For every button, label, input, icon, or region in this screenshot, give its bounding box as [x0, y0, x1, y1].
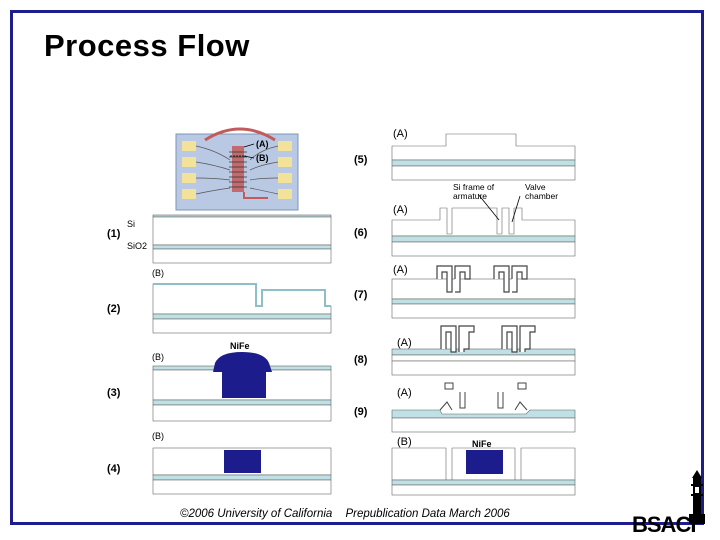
step-b-nife-label: NiFe — [472, 439, 492, 449]
step-3-cross-section — [152, 352, 332, 422]
step-9-cross-section — [391, 382, 576, 433]
step-2-label: (2) — [107, 303, 121, 315]
step-b-final-cross-section — [391, 447, 576, 496]
step-1-label: (1) — [107, 228, 121, 240]
step-7-cross-section — [391, 265, 576, 319]
step-5-view-label: (A) — [393, 128, 408, 140]
footer-copyright: ©2006 University of California — [180, 508, 333, 520]
valve-chamber-callout: Valve chamber — [525, 182, 559, 201]
step-1-sio2-label: SiO2 — [127, 241, 148, 251]
step-8-label: (8) — [354, 354, 368, 366]
step-3-view-label: (B) — [152, 352, 164, 362]
step-b-view-label: (B) — [397, 436, 412, 448]
slide-title: Process Flow — [44, 28, 250, 63]
step-4-view-label: (B) — [152, 431, 164, 441]
campanile-logo-icon — [689, 470, 705, 524]
step-3-nife-label: NiFe — [230, 341, 250, 351]
inset-label-b: (B) — [256, 153, 269, 163]
step-7-label: (7) — [354, 289, 368, 301]
step-5-cross-section — [391, 133, 576, 181]
step-6-view-label: (A) — [393, 204, 408, 216]
step-4-cross-section — [152, 447, 332, 495]
step-6-cross-section — [391, 193, 576, 257]
step-9-label: (9) — [354, 406, 368, 418]
step-2-cross-section — [152, 283, 332, 334]
footer: ©2006 University of California Prepublic… — [180, 508, 520, 520]
step-2-view-label: (B) — [152, 268, 164, 278]
step-8-view-label: (A) — [397, 337, 412, 349]
chip-inset — [175, 127, 299, 211]
bsac-logo: BSACI — [632, 512, 696, 537]
step-7-view-label: (A) — [393, 264, 408, 276]
step-9-view-label: (A) — [397, 387, 412, 399]
step-6-label: (6) — [354, 227, 368, 239]
slide-frame — [10, 10, 704, 525]
step-5-label: (5) — [354, 154, 368, 166]
footer-note: Prepublication Data March 2006 — [345, 508, 510, 520]
step-3-label: (3) — [107, 387, 121, 399]
step-4-label: (4) — [107, 463, 121, 475]
step-8-cross-section — [391, 325, 576, 376]
step-1-si-label: Si — [127, 219, 136, 229]
inset-label-a: (A) — [256, 139, 269, 149]
step-1-cross-section — [152, 214, 332, 264]
si-frame-callout: Si frame of armature — [453, 182, 495, 201]
